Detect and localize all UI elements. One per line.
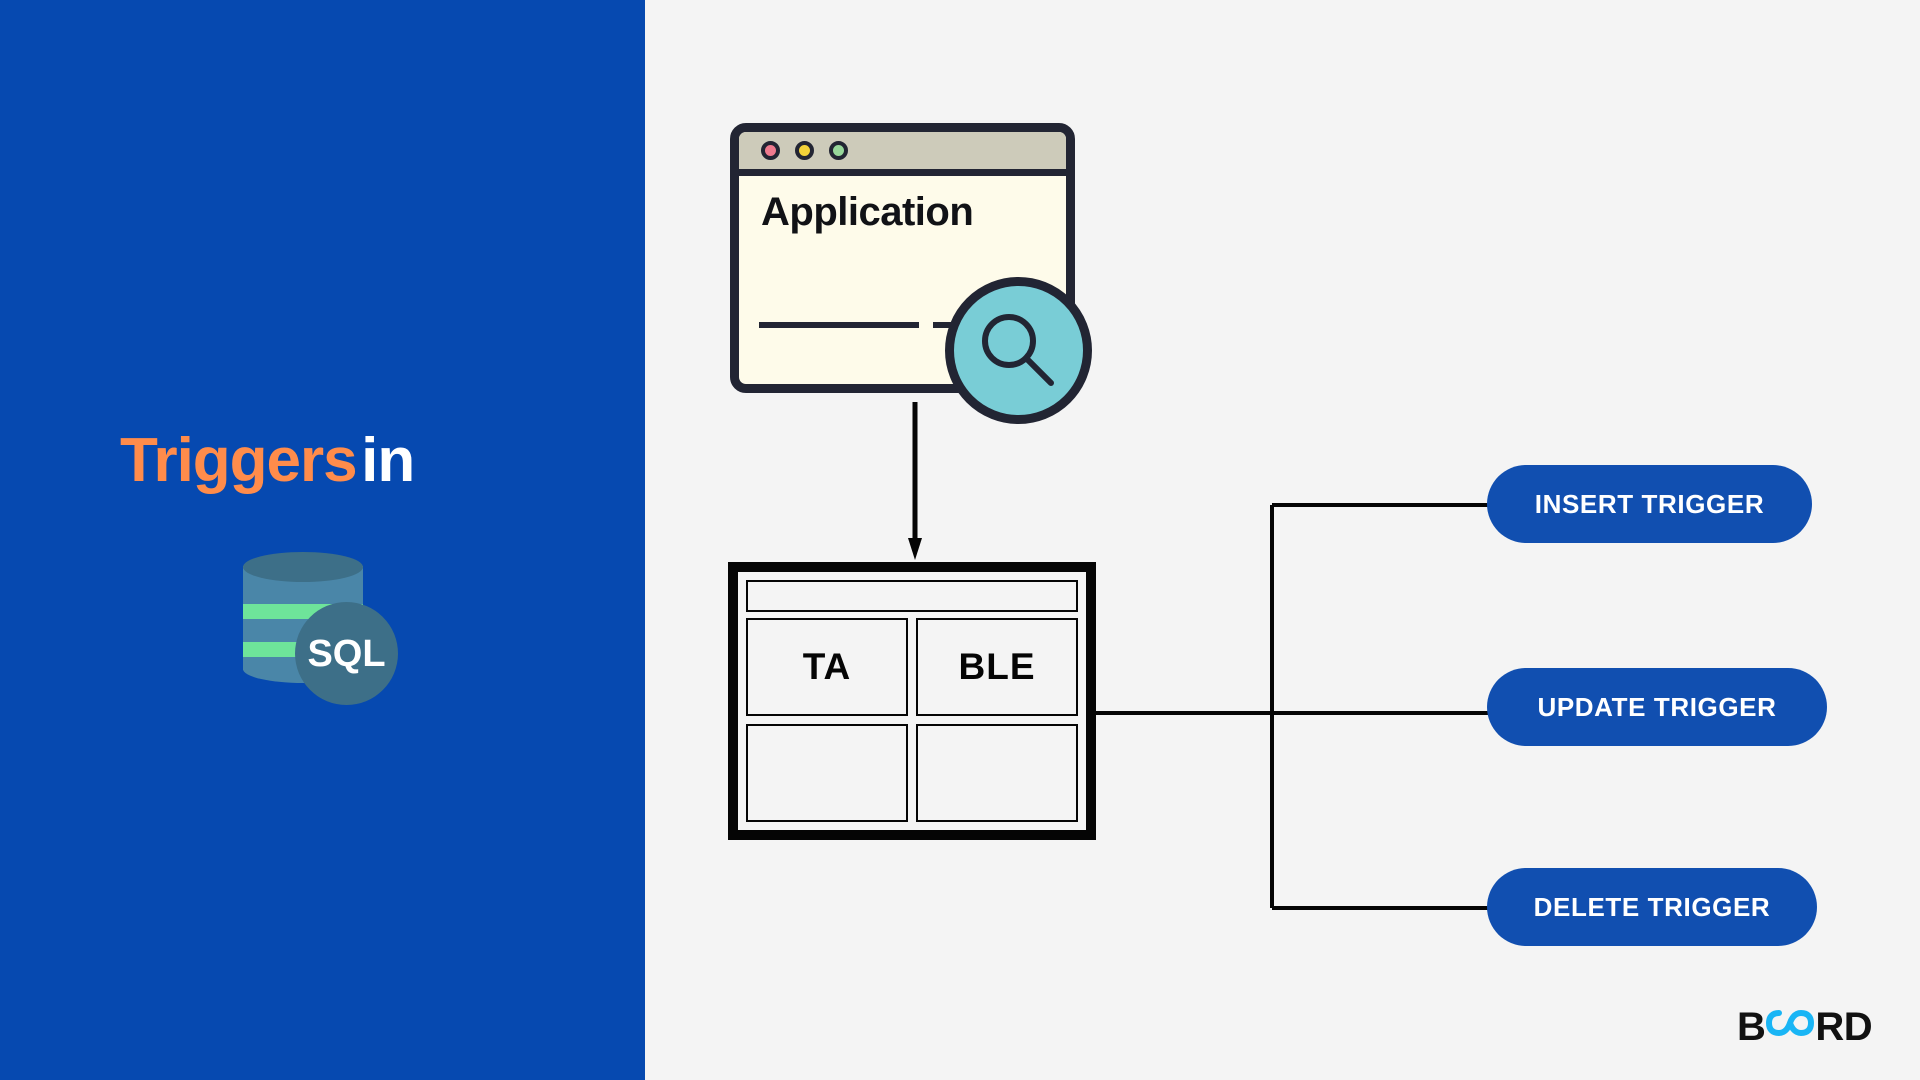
close-dot-icon[interactable] bbox=[761, 141, 780, 160]
rule-segment bbox=[759, 322, 919, 328]
maximize-dot-icon[interactable] bbox=[829, 141, 848, 160]
table-cell bbox=[916, 724, 1078, 822]
window-rule-bottom bbox=[759, 322, 957, 328]
trigger-pill-update[interactable]: UPDATE TRIGGER bbox=[1487, 668, 1827, 746]
application-window: Application bbox=[730, 123, 1075, 393]
dash-segment bbox=[974, 170, 1003, 176]
dash-segment bbox=[1014, 170, 1066, 176]
application-window-title: Application bbox=[761, 190, 974, 234]
table-grid: TA BLE bbox=[746, 618, 1078, 822]
dash-segment bbox=[933, 322, 957, 328]
sql-badge-label: SQL bbox=[307, 632, 386, 675]
sql-badge: SQL bbox=[295, 602, 398, 705]
database-table-graphic: TA BLE bbox=[728, 562, 1096, 840]
table-cell: TA bbox=[746, 618, 908, 716]
table-header-strip bbox=[746, 580, 1078, 612]
infinity-icon bbox=[1766, 1005, 1815, 1050]
table-cell: BLE bbox=[916, 618, 1078, 716]
title-main: Triggers bbox=[120, 426, 358, 495]
dash-segment bbox=[915, 170, 963, 176]
logo-prefix: B bbox=[1737, 1005, 1766, 1049]
sql-database-icon: SQL bbox=[233, 540, 413, 705]
table-cell bbox=[746, 724, 908, 822]
arrow-down-icon bbox=[908, 402, 922, 560]
trigger-pill-insert[interactable]: INSERT TRIGGER bbox=[1487, 465, 1812, 543]
search-magnifier-icon bbox=[945, 277, 1092, 424]
trigger-pill-delete[interactable]: DELETE TRIGGER bbox=[1487, 868, 1817, 946]
window-titlebar bbox=[739, 132, 1066, 176]
title-sub: in bbox=[361, 426, 415, 495]
cylinder-top bbox=[243, 552, 363, 582]
logo-suffix: RD bbox=[1815, 1005, 1873, 1049]
minimize-dot-icon[interactable] bbox=[795, 141, 814, 160]
board-logo: B RD bbox=[1737, 1005, 1873, 1050]
left-panel: Triggers in SQL bbox=[0, 0, 645, 1080]
page-title: Triggers in bbox=[120, 425, 415, 496]
window-dashed-rule-top bbox=[915, 170, 1066, 176]
